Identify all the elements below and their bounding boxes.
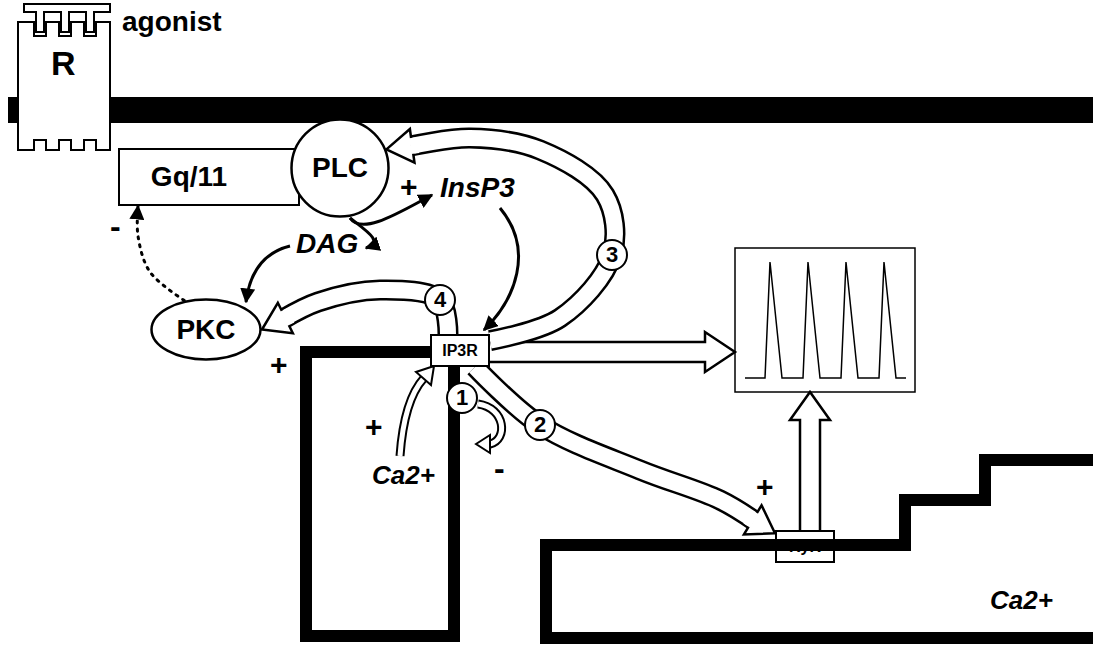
node-ellipse xyxy=(292,120,389,217)
connector xyxy=(475,367,775,534)
callout-number: 3 xyxy=(596,239,628,271)
agonist-shape xyxy=(24,4,110,32)
sign-label: + xyxy=(365,410,383,444)
feedback-arrow-fill xyxy=(400,378,424,456)
arrow-joint xyxy=(284,315,291,319)
label-holder: 2 xyxy=(524,409,556,441)
kinase-ellipse: PKC xyxy=(150,298,262,361)
connector-outline xyxy=(409,138,615,341)
feedback-loop-head xyxy=(476,435,490,453)
node-label: Gq/11 xyxy=(151,161,227,193)
connector xyxy=(137,206,184,300)
arrow-joint xyxy=(410,145,418,146)
node-label: PKC xyxy=(176,314,235,346)
enzyme-circle: PLC xyxy=(290,118,390,218)
label-holder: - xyxy=(110,208,121,245)
arrow-head xyxy=(262,303,293,334)
node-ellipse xyxy=(152,300,261,360)
store-outline xyxy=(546,460,1093,638)
callout-number: 2 xyxy=(524,409,556,441)
feedback-arrow-outline xyxy=(400,378,424,456)
receptor: R xyxy=(14,0,114,158)
node-label: R xyxy=(51,44,76,83)
label-holder: + xyxy=(756,470,774,504)
connector xyxy=(386,129,615,341)
node-label: RyR xyxy=(789,538,821,556)
node-label: PLC xyxy=(312,152,368,184)
sign-label: + xyxy=(270,348,288,382)
sign-label: - xyxy=(494,450,505,487)
release-arrow xyxy=(790,392,830,532)
label-holder: 4 xyxy=(424,284,456,316)
connector xyxy=(262,290,448,334)
sign-label: + xyxy=(400,170,418,204)
connector-fill xyxy=(475,367,755,521)
plasma-membrane xyxy=(8,97,1093,123)
label-holder: 1 xyxy=(446,382,478,414)
g-protein-box: Gq/11 xyxy=(118,148,300,206)
connector-outline xyxy=(475,367,755,521)
ligand-label: agonist xyxy=(122,6,222,38)
binding-arrow xyxy=(484,208,518,330)
messenger-label: InsP3 xyxy=(440,172,515,204)
feedback-arrow-head xyxy=(416,366,434,385)
callout-number: 4 xyxy=(424,284,456,316)
store-compartment: Ca2+ xyxy=(300,346,460,642)
inhibition-line xyxy=(137,206,184,300)
activation-arrow xyxy=(246,246,290,302)
arrow-joint xyxy=(748,517,755,521)
label-holder: + xyxy=(365,410,383,444)
node-label: Ca2+ xyxy=(372,460,435,491)
channel-box: IP3R xyxy=(430,334,490,367)
label-holder: InsP3 xyxy=(440,172,515,204)
label-holder: DAG xyxy=(296,228,358,260)
messenger-label: DAG xyxy=(296,228,358,260)
label-holder: - xyxy=(494,450,505,487)
trace-box xyxy=(735,248,915,392)
label-holder: 3 xyxy=(596,239,628,271)
callout-number: 1 xyxy=(446,382,478,414)
receptor-outline xyxy=(18,22,110,150)
label-holder: agonist xyxy=(122,6,222,38)
connector-fill xyxy=(283,290,448,334)
connector-fill xyxy=(409,138,615,341)
calcium-spikes xyxy=(745,262,906,378)
node-label: IP3R xyxy=(442,342,478,360)
sign-label: - xyxy=(110,208,121,245)
label-holder: + xyxy=(400,170,418,204)
label-holder: + xyxy=(270,348,288,382)
node-label: Ca2+ xyxy=(990,585,1053,616)
connector-outline xyxy=(283,290,448,334)
arrow-head xyxy=(744,505,775,534)
sign-label: + xyxy=(756,470,774,504)
